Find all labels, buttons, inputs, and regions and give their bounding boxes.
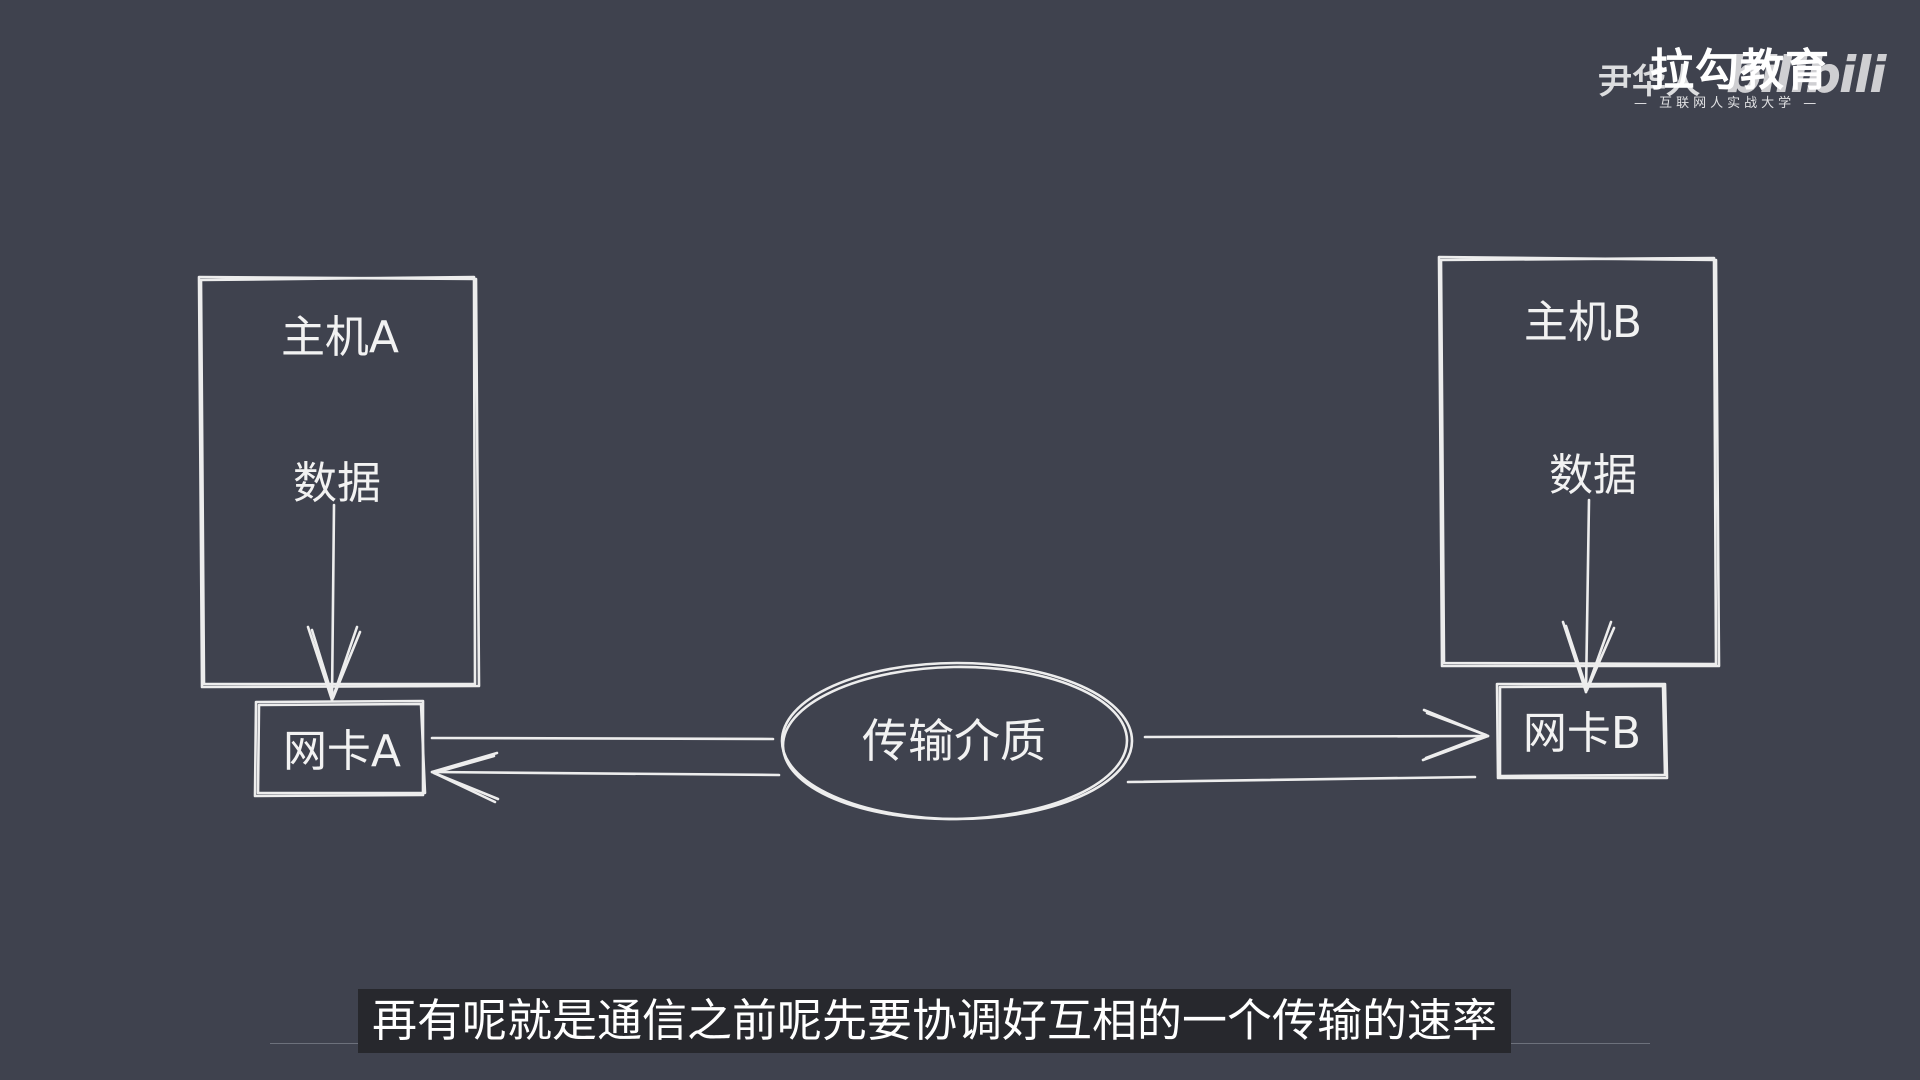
watermark: 尹华人 拉勾教育 bilibili — 互联网人实战大学 — bbox=[1598, 34, 1888, 114]
host-a-title: 主机A bbox=[281, 312, 399, 363]
watermark-author: 尹华人 bbox=[1598, 62, 1700, 102]
host-b-data-label: 数据 bbox=[1549, 450, 1637, 501]
nic-a-label: 网卡A bbox=[283, 726, 401, 777]
host-b-box bbox=[1437, 255, 1721, 668]
right-arrow-from-nic-b bbox=[1126, 775, 1477, 784]
left-arrow-to-nic-a bbox=[430, 751, 781, 804]
watermark-tagline: — 互联网人实战大学 — bbox=[1634, 96, 1821, 111]
transmission-medium-ellipse bbox=[780, 661, 1134, 821]
nic-b-box bbox=[1495, 682, 1669, 780]
watermark-platform-logo: bilibili bbox=[1726, 46, 1886, 104]
host-a-data-label: 数据 bbox=[293, 458, 381, 509]
nic-b-label: 网卡B bbox=[1523, 708, 1641, 759]
subtitle-caption: 再有呢就是通信之前呢先要协调好互相的一个传输的速率 bbox=[358, 989, 1512, 1053]
host-b-down-arrow bbox=[1561, 498, 1616, 694]
right-arrow-to-nic-b bbox=[1143, 708, 1490, 762]
left-arrow-to-medium bbox=[430, 736, 775, 741]
host-a-box bbox=[197, 275, 481, 689]
watermark-brand: 拉勾教育 bbox=[1650, 45, 1830, 96]
host-a-down-arrow bbox=[306, 503, 362, 702]
transmission-medium-label: 传输介质 bbox=[862, 714, 1046, 768]
nic-a-box bbox=[253, 699, 427, 798]
host-b-title: 主机B bbox=[1524, 297, 1642, 348]
